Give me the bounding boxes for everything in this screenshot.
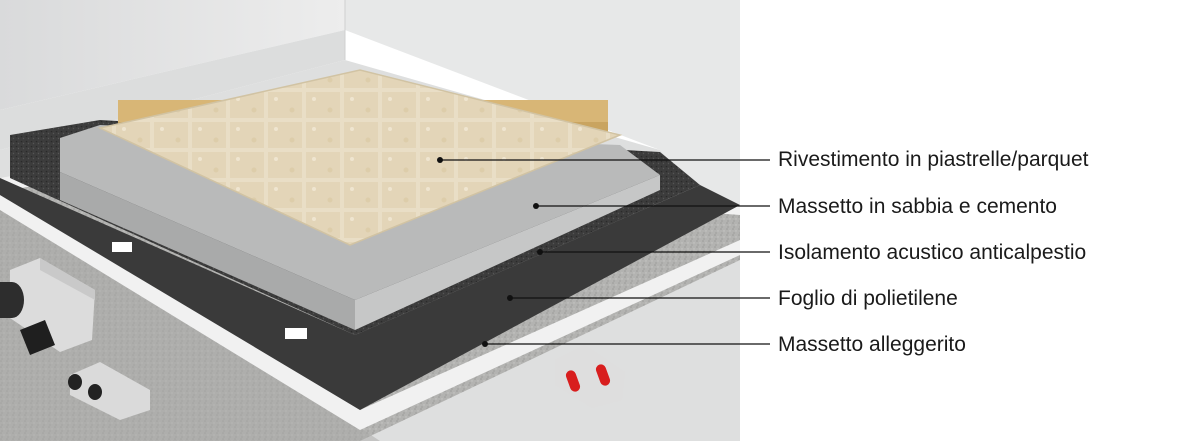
spacer-marker (285, 328, 307, 339)
heating-pipes (555, 345, 625, 408)
label-tile-covering: Rivestimento in piastrelle/parquet (778, 148, 1089, 171)
label-lightweight-screed: Massetto alleggerito (778, 333, 966, 356)
label-sand-cement-screed: Massetto in sabbia e cemento (778, 195, 1057, 218)
tile-surface (97, 69, 623, 246)
leader-lines (437, 157, 770, 347)
label-polyethylene-sheet: Foglio di polietilene (778, 287, 958, 310)
conduit-pipes (0, 258, 150, 420)
spacer-marker (112, 242, 132, 252)
label-acoustic-insulation: Isolamento acustico anticalpestio (778, 241, 1087, 264)
